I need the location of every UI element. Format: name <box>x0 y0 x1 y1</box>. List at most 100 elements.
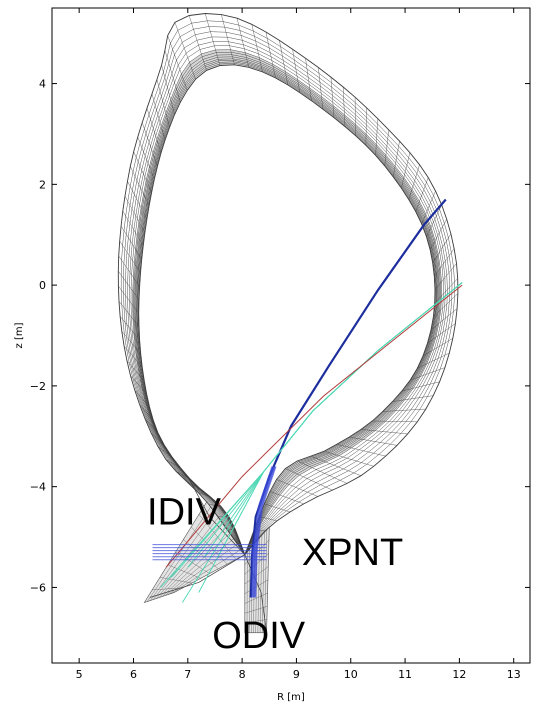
flux-surface <box>117 13 459 555</box>
radial-grid-line <box>415 177 429 212</box>
label-idiv: IDIV <box>147 491 222 533</box>
radial-grid-line <box>430 308 458 331</box>
flux-surface <box>129 41 446 555</box>
radial-grid-line <box>285 468 333 491</box>
radial-grid-line <box>354 97 356 136</box>
label-odiv: ODIV <box>212 615 306 657</box>
radial-grid-line <box>342 86 346 127</box>
radial-grid-line <box>434 248 455 277</box>
radial-grid-line <box>361 429 408 435</box>
radial-grid-line <box>208 504 221 507</box>
radial-grid-line <box>432 233 452 263</box>
x-tick-label: 10 <box>344 668 358 681</box>
radial-grid-line <box>365 107 367 146</box>
radial-grid-line <box>421 190 436 224</box>
radial-grid-line <box>134 390 150 408</box>
radial-grid-line <box>137 136 155 180</box>
radial-grid-line <box>118 255 140 287</box>
flux-surface <box>136 58 438 555</box>
radial-grid-line <box>161 65 175 115</box>
flux-surface <box>135 56 439 555</box>
x-tick-label: 13 <box>507 668 521 681</box>
radial-grid-line <box>349 436 398 446</box>
radial-grid-line <box>336 444 386 457</box>
flux-surface <box>137 63 436 555</box>
radial-grid-line <box>265 31 276 78</box>
radial-grid-line <box>401 381 440 392</box>
radial-grid-line <box>157 446 172 457</box>
y-tick-label: 2 <box>39 178 46 191</box>
outer-divertor-flux-line <box>266 526 270 633</box>
radial-grid-line <box>146 108 162 154</box>
radial-grid-line <box>408 164 420 200</box>
flux-surface <box>138 64 436 555</box>
radial-grid-line <box>119 240 141 273</box>
y-tick-label: 0 <box>39 279 46 292</box>
flux-surface <box>123 26 453 555</box>
radial-grid-line <box>393 141 400 177</box>
flux-surface <box>134 54 440 555</box>
radial-grid-line <box>372 420 418 423</box>
flux-surface <box>136 60 438 555</box>
radial-grid-line <box>426 204 442 237</box>
beam-layer <box>152 198 463 603</box>
inner-divertor-flux-line <box>144 501 207 603</box>
y-tick-label: −4 <box>30 481 46 494</box>
radial-grid-line <box>150 432 165 446</box>
y-tick-label: 4 <box>39 78 46 91</box>
radial-grid-line <box>187 481 200 489</box>
inner-divertor-cross-line <box>152 587 184 591</box>
inner-divertor-cross-line <box>159 577 192 584</box>
inner-divertor-cross-line <box>175 551 210 574</box>
x-tick-label: 9 <box>293 668 300 681</box>
radial-grid-line <box>410 367 445 381</box>
blue-sightline <box>249 198 447 598</box>
flux-surface <box>120 20 455 555</box>
radial-grid-line <box>422 338 453 357</box>
x-tick-label: 11 <box>398 668 412 681</box>
radial-grid-line <box>236 18 249 68</box>
radial-grid-line <box>330 77 335 118</box>
radial-grid-line <box>433 293 459 317</box>
radial-grid-line <box>126 360 145 381</box>
radial-grid-line <box>434 263 457 290</box>
radial-grid-line <box>130 375 147 394</box>
label-xpnt: XPNT <box>302 532 403 574</box>
radial-grid-line <box>188 15 207 71</box>
x-tick-label: 6 <box>130 668 137 681</box>
label-layer: IDIV XPNT ODIV <box>147 491 403 656</box>
y-tick-label: −6 <box>30 581 46 594</box>
inner-private-boundary <box>149 554 245 598</box>
radial-grid-line <box>324 451 374 467</box>
radial-grid-line <box>375 118 378 156</box>
flux-surface <box>132 49 442 555</box>
radial-grid-line <box>305 58 312 101</box>
x-tick-label: 8 <box>239 668 246 681</box>
radial-grid-line <box>174 22 196 80</box>
radial-grid-line <box>269 491 304 505</box>
red-sightline <box>165 284 463 568</box>
y-tick-label: −2 <box>30 380 46 393</box>
radial-grid-line <box>151 93 166 141</box>
radial-grid-line <box>156 79 170 128</box>
radial-grid-line <box>382 408 426 412</box>
inner-divertor-cross-line <box>191 526 228 565</box>
x-tick-label: 12 <box>452 668 466 681</box>
radial-grid-line <box>198 492 211 497</box>
radial-grid-line <box>127 181 148 220</box>
outer-divertor-cross-line <box>244 592 268 604</box>
radial-grid-line <box>259 516 277 522</box>
radial-grid-line <box>133 151 152 193</box>
radial-grid-line <box>297 460 348 484</box>
x-tick-label: 7 <box>184 668 191 681</box>
radial-grid-line <box>118 301 140 327</box>
radial-grid-line <box>118 286 139 314</box>
radial-grid-line <box>130 166 150 206</box>
radial-grid-line <box>392 395 434 402</box>
x-axis-label: R [m] <box>277 692 305 703</box>
flux-surface <box>137 61 437 555</box>
radial-grid-line <box>417 352 450 369</box>
radial-grid-line <box>264 503 291 513</box>
